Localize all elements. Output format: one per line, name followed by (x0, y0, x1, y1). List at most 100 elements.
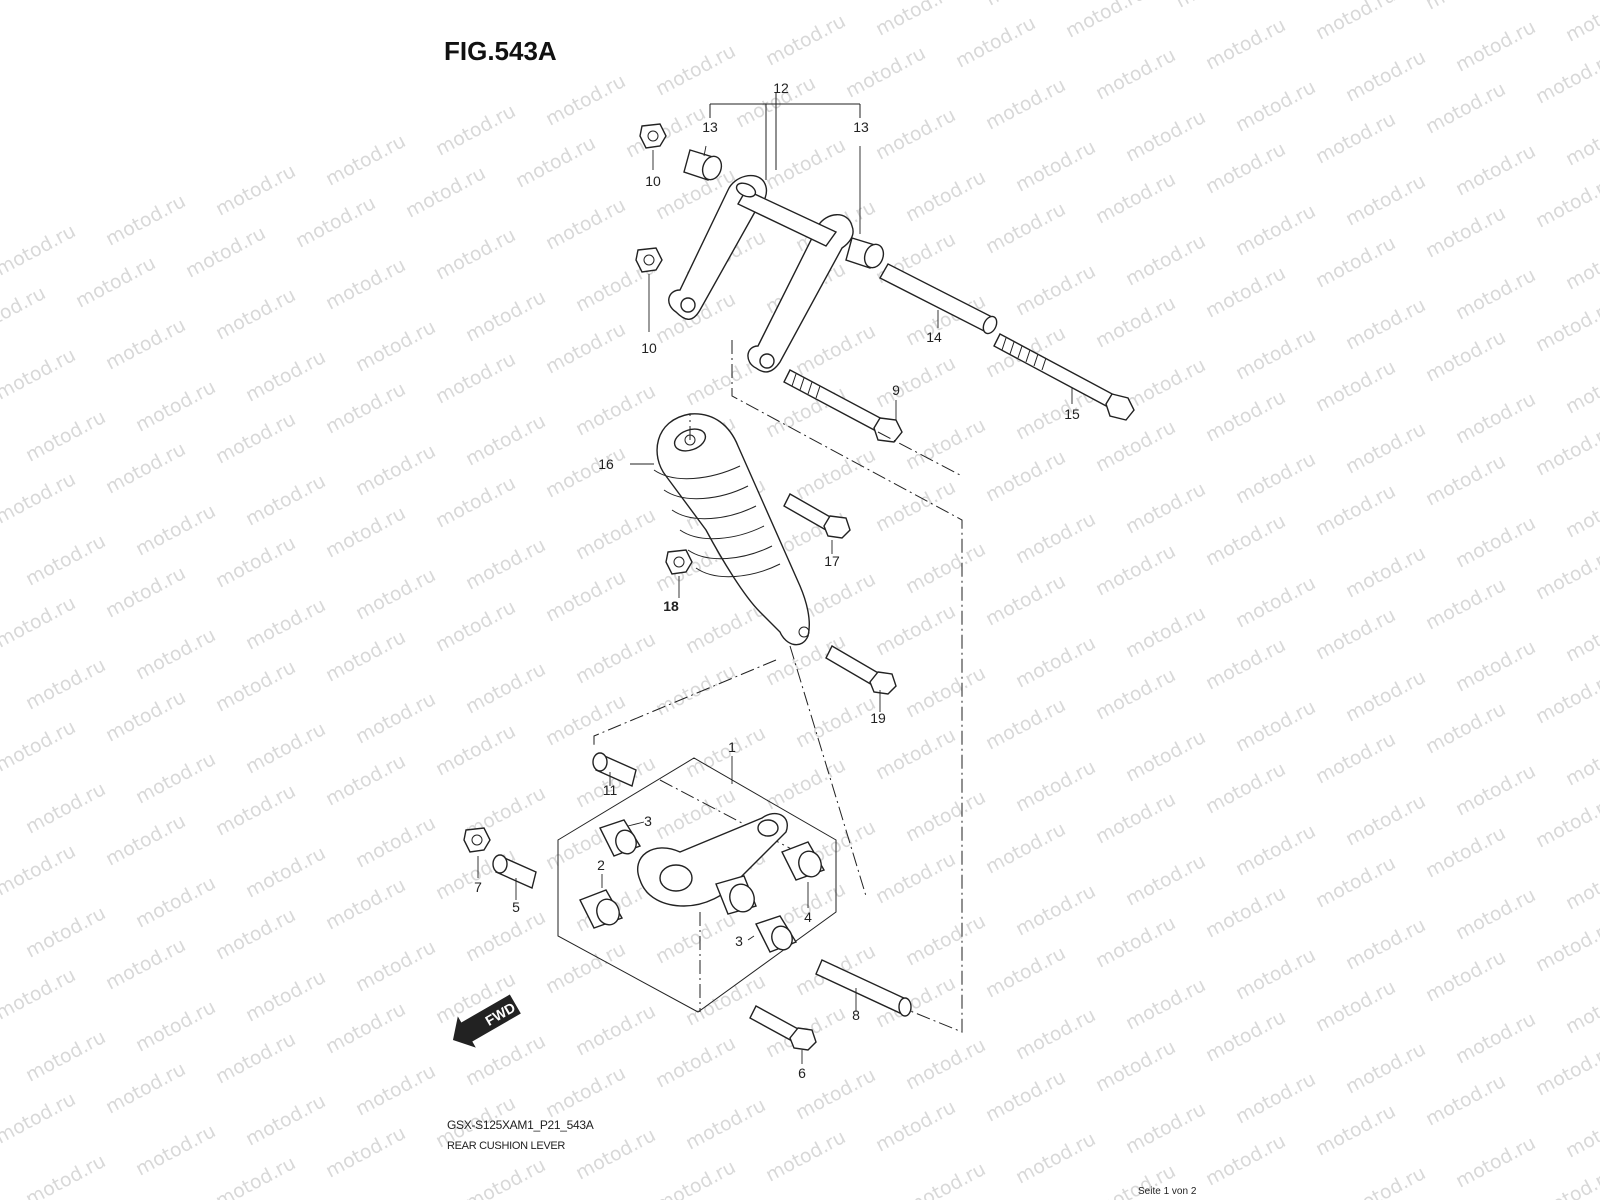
watermark-text: motod.ru (1562, 1102, 1600, 1162)
watermark-text: motod.ru (1122, 974, 1209, 1034)
watermark-text: motod.ru (462, 410, 549, 470)
watermark-text: motod.ru (132, 500, 219, 560)
watermark-text: motod.ru (1012, 1004, 1099, 1064)
watermark-text: motod.ru (352, 564, 439, 624)
watermark-text: motod.ru (212, 284, 299, 344)
callout-19: 19 (870, 710, 886, 726)
watermark-text: motod.ru (872, 476, 959, 536)
watermark-text: motod.ru (1012, 880, 1099, 940)
watermark-text: motod.ru (1562, 234, 1600, 294)
watermark-text: motod.ru (982, 198, 1069, 258)
callout-10-top: 10 (645, 173, 661, 189)
callout-3-top: 3 (644, 813, 652, 829)
watermark-text: motod.ru (242, 470, 329, 530)
watermark-text: motod.ru (1122, 478, 1209, 538)
watermark-text: motod.ru (1452, 512, 1539, 572)
watermark-text: motod.ru (1202, 138, 1289, 198)
watermark-text: motod.ru (432, 100, 519, 160)
watermark-text: motod.ru (1452, 388, 1539, 448)
watermark-text: motod.ru (1342, 170, 1429, 230)
rear-shock-absorber (653, 413, 897, 695)
watermark-text: motod.ru (1092, 912, 1179, 972)
watermark-text: motod.ru (1012, 1128, 1099, 1188)
watermark-text: motod.ru (1312, 356, 1399, 416)
watermark-text: motod.ru (462, 658, 549, 718)
watermark-text: motod.ru (242, 718, 329, 778)
watermark-text: motod.ru (132, 1120, 219, 1180)
callout-leaders (477, 145, 1073, 1064)
watermark-text: motod.ru (1422, 326, 1509, 386)
watermark-text: motod.ru (432, 348, 519, 408)
watermark-text: motod.ru (1092, 168, 1179, 228)
watermark-text: motod.ru (872, 104, 959, 164)
watermark-text: motod.ru (322, 626, 409, 686)
watermark-text: motod.ru (0, 344, 79, 404)
watermark-text: motod.ru (1532, 420, 1600, 480)
watermark-text: motod.ru (542, 194, 629, 254)
watermark-text: motod.ru (322, 874, 409, 934)
watermark-text: motod.ru (1012, 632, 1099, 692)
watermark-text: motod.ru (1422, 574, 1509, 634)
watermark-text: motod.ru (1202, 1006, 1289, 1066)
watermark-text: motod.ru (0, 468, 79, 528)
watermark-text: motod.ru (0, 592, 79, 652)
watermark-text: motod.ru (352, 936, 439, 996)
callout-2: 2 (597, 857, 605, 873)
watermark-text: motod.ru (462, 906, 549, 966)
watermark-text: motod.ru (1422, 698, 1509, 758)
watermark-text: motod.ru (22, 530, 109, 590)
watermark-text: motod.ru (0, 1088, 79, 1148)
watermark-text: motod.ru (1452, 16, 1539, 76)
watermark-text: motod.ru (1202, 386, 1289, 446)
watermark-text: motod.ru (1202, 882, 1289, 942)
watermark-text: motod.ru (872, 352, 959, 412)
watermark-text: motod.ru (102, 314, 189, 374)
watermark-text: motod.ru (1232, 76, 1319, 136)
watermark-text: motod.ru (292, 192, 379, 252)
watermark-text: motod.ru (542, 70, 629, 130)
watermark-text: motod.ru (0, 282, 49, 342)
watermark-text: motod.ru (1452, 636, 1539, 696)
callout-numbers: 12 13 13 10 10 14 9 15 16 17 18 19 1 11 … (474, 80, 1080, 1081)
watermark-text: motod.ru (0, 840, 79, 900)
watermark-text: motod.ru (1452, 1008, 1539, 1068)
watermark-text: motod.ru (952, 12, 1039, 72)
watermark-text: motod.ru (652, 1156, 739, 1200)
watermark-text: motod.ru (1172, 0, 1259, 12)
page-indicator: Seite 1 von 2 (1138, 1186, 1197, 1197)
watermark-text: motod.ru (902, 414, 989, 474)
watermark-text: motod.ru (982, 570, 1069, 630)
watermark-text: motod.ru (1562, 606, 1600, 666)
watermark-text: motod.ru (1422, 1070, 1509, 1130)
watermark-text: motod.ru (982, 74, 1069, 134)
watermark-text: motod.ru (1312, 0, 1399, 44)
watermark-text: motod.ru (902, 1034, 989, 1094)
watermark-text: motod.ru (1532, 1040, 1600, 1100)
reference-lines (593, 340, 963, 1033)
watermark-text: motod.ru (1562, 482, 1600, 542)
watermark-text: motod.ru (102, 810, 189, 870)
watermark-text: motod.ru (462, 1154, 549, 1200)
cushion-lever-assembly (463, 752, 912, 1051)
watermark-text: motod.ru (1202, 758, 1289, 818)
watermark-text: motod.ru (102, 562, 189, 622)
watermark-text: motod.ru (542, 442, 629, 502)
watermark-text: motod.ru (1232, 572, 1319, 632)
watermark-text: motod.ru (1342, 666, 1429, 726)
watermark-text: motod.ru (1562, 0, 1600, 46)
watermark-text: motod.ru (792, 444, 879, 504)
callout-17: 17 (824, 553, 840, 569)
watermark-text: motod.ru (872, 0, 959, 40)
watermark-text: motod.ru (982, 1066, 1069, 1126)
watermark-text: motod.ru (1202, 510, 1289, 570)
watermark-text: motod.ru (1422, 822, 1509, 882)
watermark-text: motod.ru (1122, 230, 1209, 290)
watermark-text: motod.ru (1092, 1036, 1179, 1096)
watermark-text: motod.ru (1122, 106, 1209, 166)
watermark-text: motod.ru (1312, 852, 1399, 912)
callout-15: 15 (1064, 406, 1080, 422)
callout-13-left: 13 (702, 119, 718, 135)
figure-name: REAR CUSHION LEVER (447, 1140, 566, 1152)
watermark-text: motod.ru (1422, 202, 1509, 262)
watermark-text: motod.ru (1422, 0, 1509, 14)
